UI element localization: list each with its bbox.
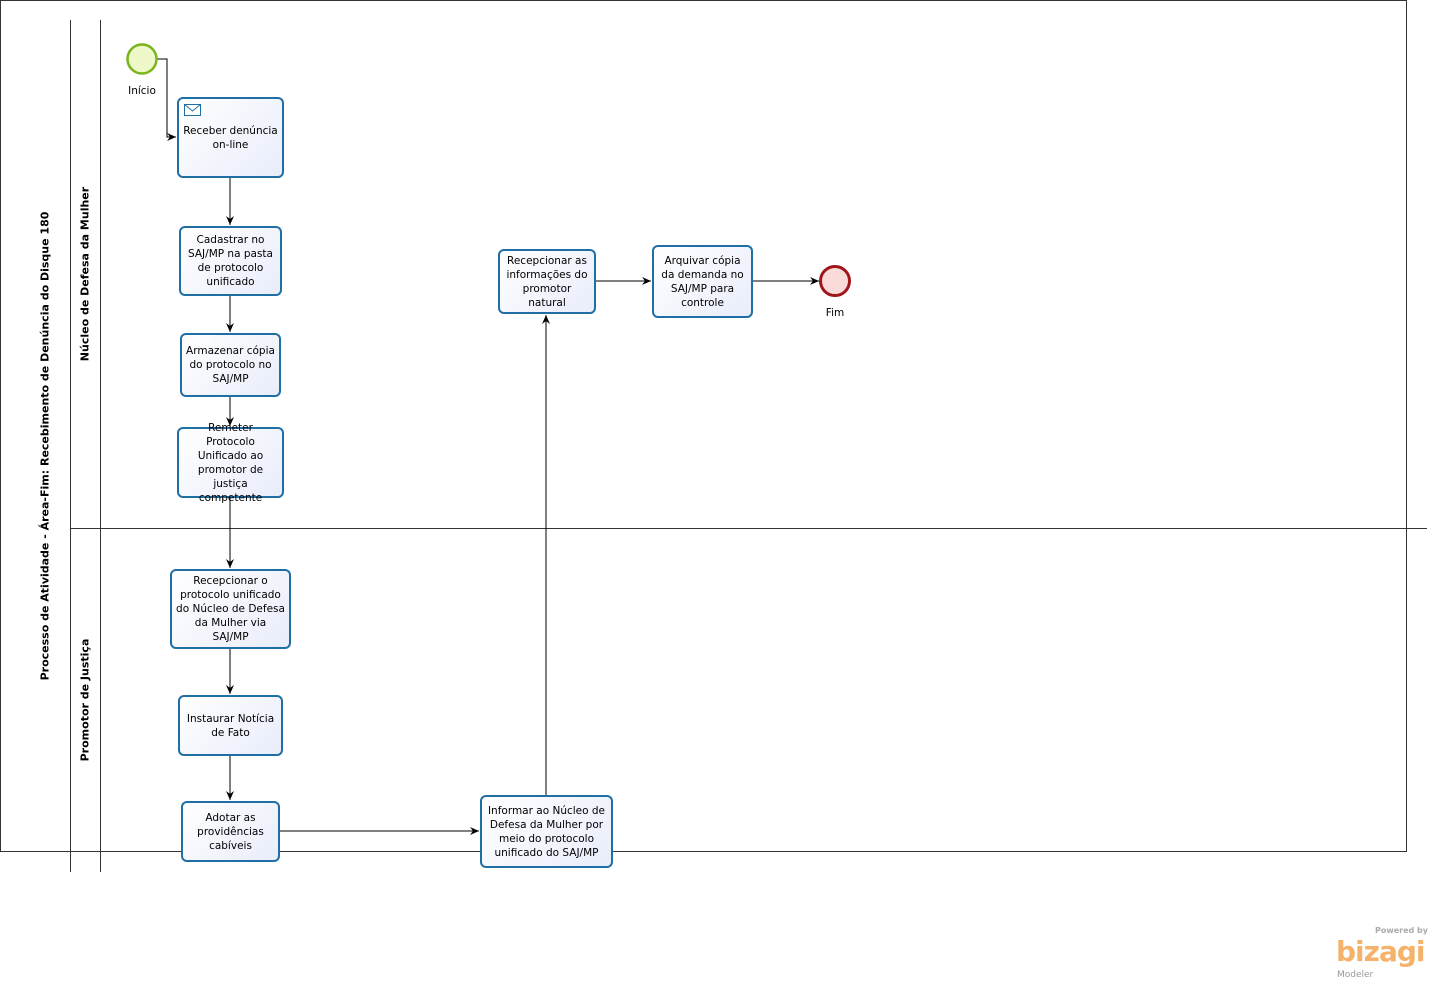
start-event-icon xyxy=(126,43,158,75)
task-label: Recepcionar o protocolo unificado do Núc… xyxy=(176,575,285,643)
end-event-icon xyxy=(819,265,851,297)
task-armazenar[interactable]: Armazenar cópia do protocolo no SAJ/MP xyxy=(180,333,281,397)
task-receber-denuncia[interactable]: Receber denúncia on-line xyxy=(177,97,284,178)
task-label: Instaurar Notícia de Fato xyxy=(186,712,275,739)
task-recepcionar-protocolo[interactable]: Recepcionar o protocolo unificado do Núc… xyxy=(170,569,291,649)
lane-divider xyxy=(70,528,1427,529)
task-label: Receber denúncia on-line xyxy=(183,124,278,151)
task-adotar[interactable]: Adotar as providências cabíveis xyxy=(181,801,280,862)
task-remeter[interactable]: Remeter Protocolo Unificado ao promotor … xyxy=(177,422,284,504)
task-label: Armazenar cópia do protocolo no SAJ/MP xyxy=(186,345,275,385)
task-informar[interactable]: Informar ao Núcleo de Defesa da Mulher p… xyxy=(480,795,613,868)
task-recepcionar-informacoes[interactable]: Recepcionar as informações do promotor n… xyxy=(498,249,596,314)
logo-product: Modeler xyxy=(1337,970,1374,980)
task-instaurar[interactable]: Instaurar Notícia de Fato xyxy=(178,695,283,756)
logo-brand: bizagi xyxy=(1336,935,1425,968)
task-label: Adotar as providências cabíveis xyxy=(197,811,264,852)
task-label: Arquivar cópia da demanda no SAJ/MP para… xyxy=(661,254,744,309)
flow-start-t1 xyxy=(157,58,176,141)
logo-powered: Powered by xyxy=(1375,926,1428,935)
task-label: Recepcionar as informações do promotor n… xyxy=(506,254,588,309)
bizagi-logo: Powered by bizagi Modeler xyxy=(1336,926,1432,983)
task-label: Cadastrar no SAJ/MP na pasta de protocol… xyxy=(188,234,273,288)
start-event-label: Início xyxy=(128,85,156,97)
task-arquivar[interactable]: Arquivar cópia da demanda no SAJ/MP para… xyxy=(652,245,753,318)
task-cadastrar[interactable]: Cadastrar no SAJ/MP na pasta de protocol… xyxy=(179,226,282,296)
task-label: Remeter Protocolo Unificado ao promotor … xyxy=(197,421,264,504)
lane-header-divider xyxy=(100,20,101,872)
task-label: Informar ao Núcleo de Defesa da Mulher p… xyxy=(487,804,606,859)
pool xyxy=(0,0,1407,852)
message-icon xyxy=(184,104,201,116)
end-event-label: Fim xyxy=(825,307,845,319)
pool-header-divider xyxy=(70,20,71,872)
